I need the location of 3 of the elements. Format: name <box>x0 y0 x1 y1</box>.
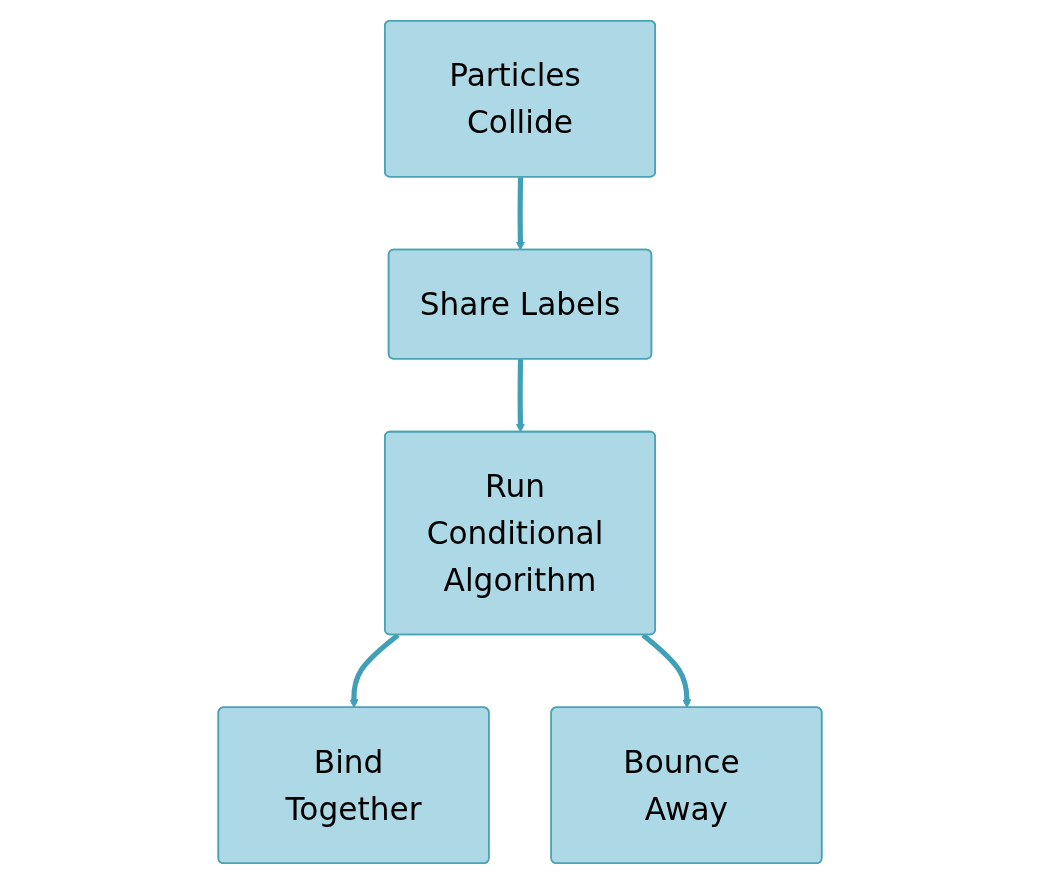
arrow <box>515 177 525 251</box>
arrow <box>515 359 525 433</box>
arrow <box>641 632 692 709</box>
